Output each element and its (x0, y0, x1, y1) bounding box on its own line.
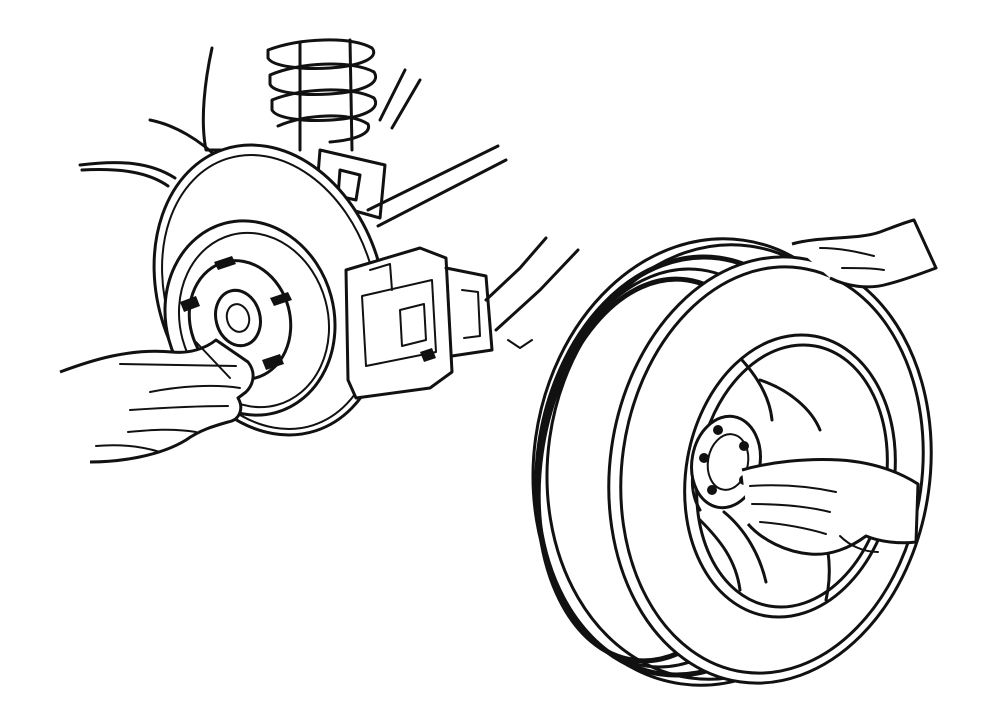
right-hand-bottom (741, 458, 920, 556)
left-hand (59, 338, 255, 464)
right-hand-top (791, 218, 938, 289)
wheel-hub-center (690, 414, 762, 510)
coil-spring (266, 38, 378, 152)
brake-caliper (344, 236, 580, 400)
